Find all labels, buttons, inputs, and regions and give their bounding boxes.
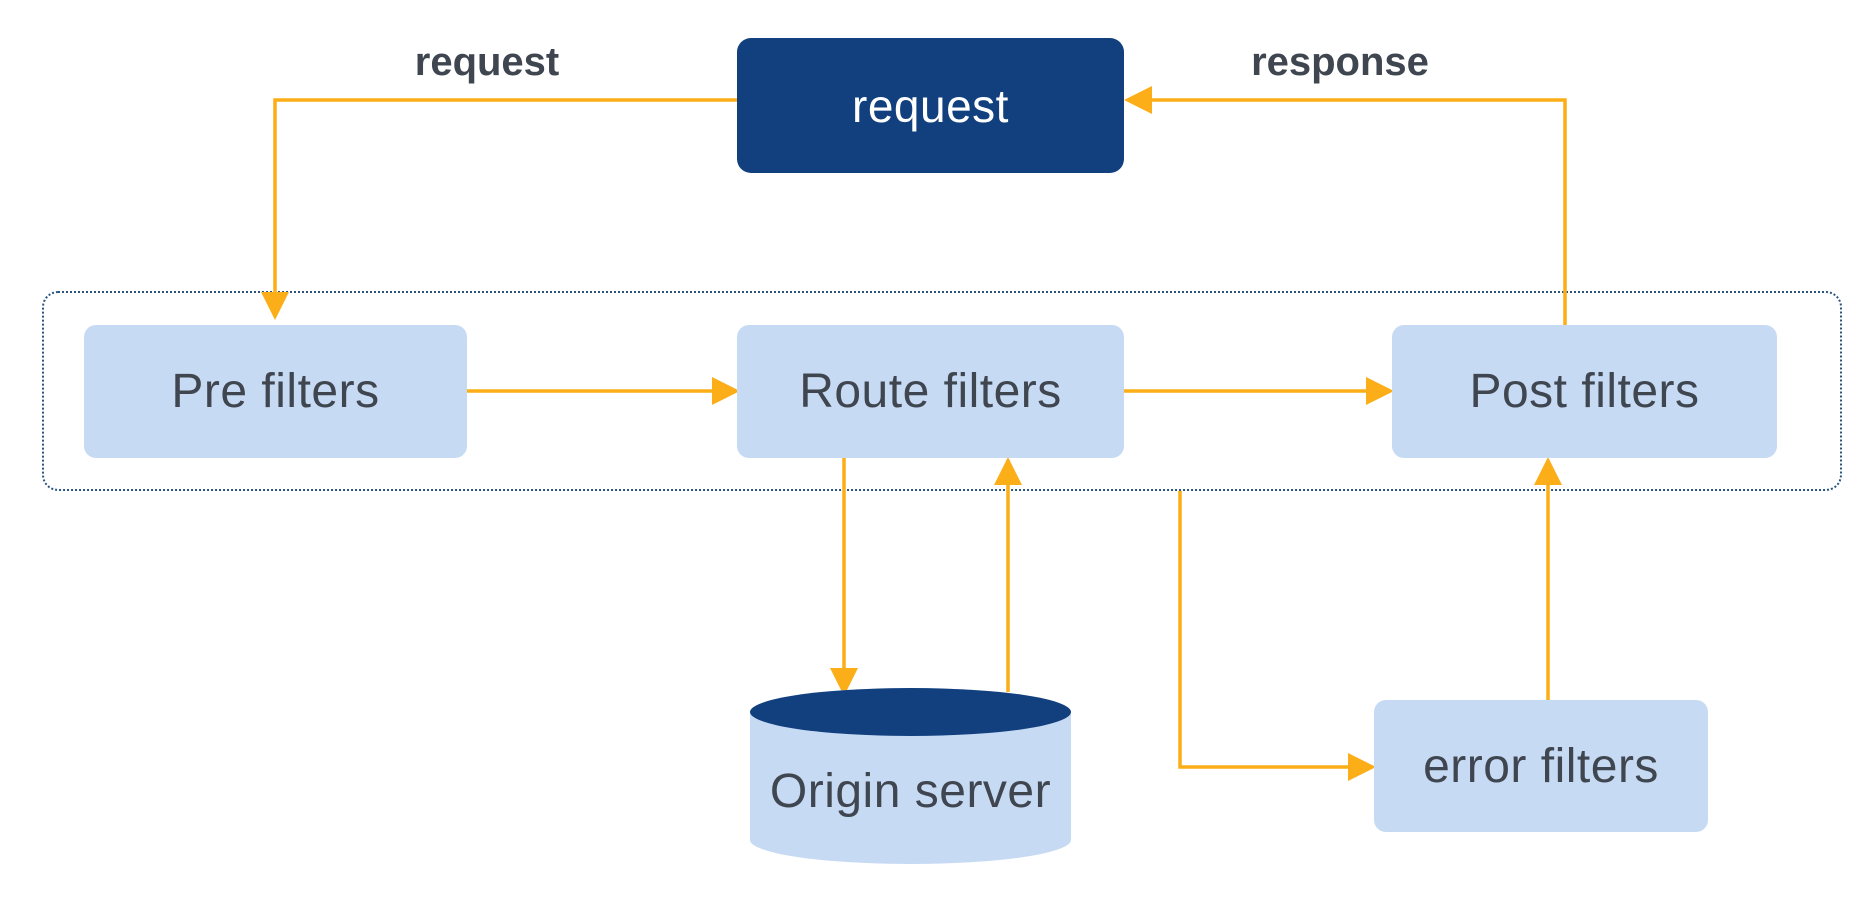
edge-line	[1178, 491, 1350, 769]
node-route-filters: Route filters	[737, 325, 1124, 458]
edge-error-to-post	[1534, 457, 1562, 700]
edge-post-filters-to-request-response	[1124, 86, 1567, 325]
filter-container-outline	[42, 291, 1842, 491]
node-post-filters: Post filters	[1392, 325, 1777, 458]
cylinder-top	[750, 688, 1071, 736]
edge-request-to-pre-filters	[261, 98, 737, 320]
edge-route-to-origin	[830, 458, 858, 696]
arrowhead-right-icon	[1348, 753, 1376, 781]
edge-origin-to-route	[994, 457, 1022, 692]
origin-server-cylinder-icon	[750, 688, 1071, 864]
edge-line	[273, 98, 737, 294]
node-pre-filters: Pre filters	[84, 325, 467, 458]
node-origin-server: Origin server	[769, 764, 1052, 818]
edge-label-response: response	[1251, 40, 1429, 84]
arrowhead-left-icon	[1124, 86, 1152, 114]
edge-label-request: request	[414, 40, 560, 84]
node-error-filters: error filters	[1374, 700, 1708, 832]
edge-container-to-error-filters	[1178, 491, 1376, 781]
node-request: request	[737, 38, 1124, 173]
